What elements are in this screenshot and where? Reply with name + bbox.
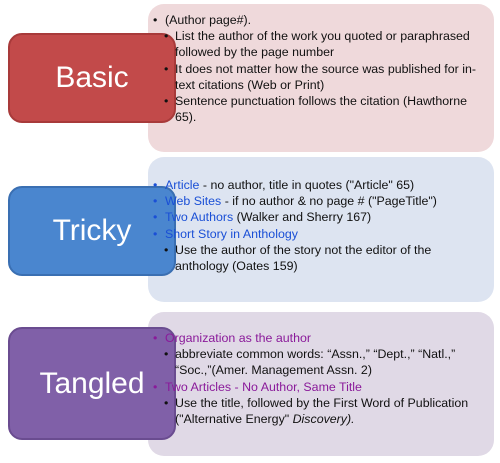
tangled-item-two-articles: Two Articles - No Author, Same Title [150, 379, 488, 395]
tricky-item-short-story-sub: Use the author of the story not the edit… [150, 242, 488, 274]
two-articles-sub-main: Use the title, followed by the First Wor… [175, 395, 469, 427]
tricky-item-two-authors: Two Authors (Walker and Sherry 167) [150, 209, 488, 225]
tricky-item-article: Article - no author, title in quotes ("A… [150, 177, 488, 193]
basic-item-punctuation: Sentence punctuation follows the citatio… [150, 93, 488, 125]
tangled-item-organization: Organization as the author [150, 330, 488, 346]
article-label: Article [165, 178, 200, 192]
basic-item-author-page: (Author page#). [150, 12, 488, 28]
tricky-label: Tricky [8, 186, 176, 276]
two-authors-text: (Walker and Sherry 167) [233, 210, 372, 225]
article-text: - no author, title in quotes ("Article" … [199, 178, 415, 192]
tangled-item-two-articles-sub: Use the title, followed by the First Wor… [150, 395, 488, 427]
basic-content: (Author page#). List the author of the w… [150, 12, 488, 125]
basic-item-list-author: List the author of the work you quoted o… [150, 28, 488, 60]
tangled-label: Tangled [8, 327, 176, 440]
websites-label: Web Sites [165, 194, 222, 209]
two-authors-label: Two Authors [165, 210, 234, 225]
tricky-item-short-story: Short Story in Anthology [150, 226, 488, 242]
tricky-content: Article - no author, title in quotes ("A… [150, 177, 488, 274]
websites-text: - if no author & no page # ("PageTitle") [221, 194, 437, 209]
basic-item-publication: It does not matter how the source was pu… [150, 61, 488, 93]
tricky-item-websites: Web Sites - if no author & no page # ("P… [150, 193, 488, 209]
tangled-content: Organization as the author abbreviate co… [150, 330, 488, 427]
tangled-item-organization-sub: abbreviate common words: “Assn.,” “Dept.… [150, 346, 488, 378]
short-story-label: Short Story in Anthology [165, 226, 298, 241]
basic-label: Basic [8, 33, 176, 123]
two-articles-sub-italic: Discovery). [292, 412, 355, 427]
